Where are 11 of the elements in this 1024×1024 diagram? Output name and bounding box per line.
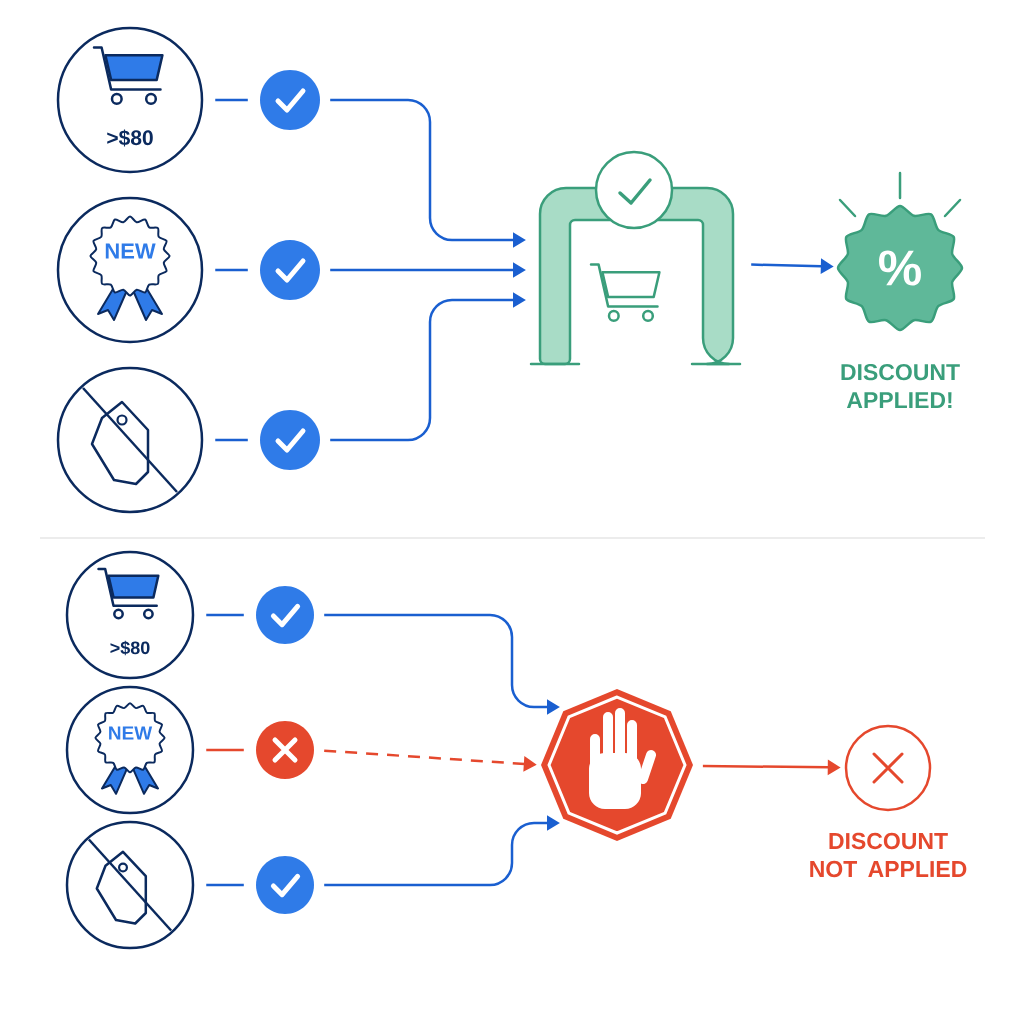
connector-line — [215, 268, 248, 272]
cross-circle — [844, 724, 932, 812]
status-text: DISCOUNT NOT APPLIED — [810, 832, 967, 878]
connector-line — [206, 748, 244, 752]
discount-badge: % — [836, 204, 964, 332]
connector-line — [215, 98, 248, 102]
connector-line — [206, 883, 244, 887]
connector-line — [215, 438, 248, 442]
connector-line — [206, 613, 244, 617]
checkpoint-gate-drawing — [529, 150, 742, 366]
status-text: DISCOUNT APPLIED! — [841, 363, 960, 409]
